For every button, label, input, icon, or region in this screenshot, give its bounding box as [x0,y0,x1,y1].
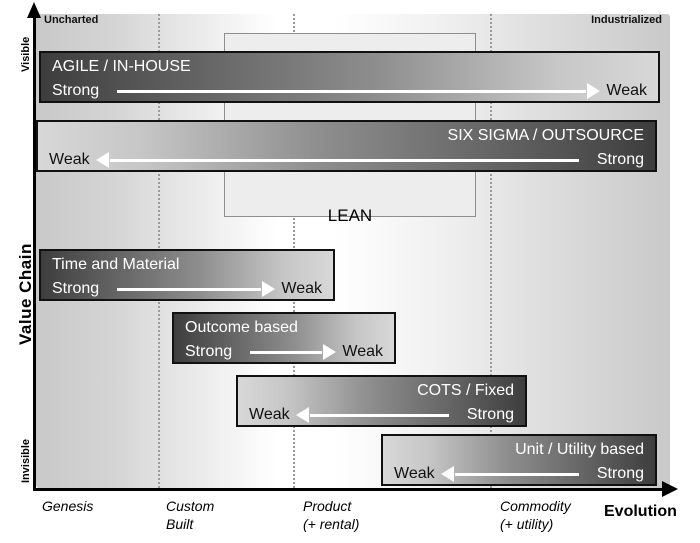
bar-arrow-head-icon-time-and-material [262,281,275,297]
bar-strength-row-time-and-material: Strong Weak [41,278,333,300]
bar-right-label-unit-utility-based: Strong [596,465,644,482]
bar-strength-row-six-sigma-outsource: Weak Strong [38,149,655,171]
y-axis-top-label: Visible [20,36,32,72]
bar-right-label-agile-in-house: Weak [606,82,647,99]
bar-arrow-head-icon-outcome-based [323,344,336,360]
bar-agile-in-house[interactable]: AGILE / IN-HOUSE Strong Weak [39,51,660,103]
bar-strength-row-outcome-based: Strong Weak [174,341,394,363]
bar-strength-row-unit-utility-based: Weak Strong [383,463,655,485]
bar-arrow-shaft-six-sigma-outsource [110,159,579,162]
bar-title-time-and-material: Time and Material [52,256,180,273]
bar-arrow-head-icon-cots-fixed [296,407,309,423]
bar-arrow-shaft-agile-in-house [117,90,586,93]
gridline-2 [490,14,492,488]
bar-arrow-shaft-outcome-based [250,351,322,354]
bar-left-label-six-sigma-outsource: Weak [49,151,90,168]
bar-left-label-cots-fixed: Weak [249,406,290,423]
bar-arrow-head-icon-agile-in-house [587,83,600,99]
x-axis-arrow-icon [662,481,678,497]
bar-arrow-shaft-time-and-material [117,288,261,291]
bar-title-unit-utility-based: Unit / Utility based [515,441,644,458]
bar-title-cots-fixed: COTS / Fixed [417,382,514,399]
bar-right-label-time-and-material: Weak [281,280,322,297]
x-tick-label-3: Commodity (+ utility) [500,498,571,532]
x-tick-label-1: Custom Built [166,498,215,532]
bar-strength-row-agile-in-house: Strong Weak [41,80,658,102]
bar-left-label-unit-utility-based: Weak [394,465,435,482]
bar-left-label-agile-in-house: Strong [52,82,100,99]
bar-strength-row-cots-fixed: Weak Strong [238,404,525,426]
lean-label: LEAN [327,206,373,225]
bar-left-label-time-and-material: Strong [52,280,100,297]
x-axis-title: Evolution [604,503,677,520]
industrialized-caption: Industrialized [591,14,662,26]
bar-right-label-cots-fixed: Strong [466,406,514,423]
bar-right-label-six-sigma-outsource: Strong [596,151,644,168]
y-axis-line [33,14,36,490]
bar-left-label-outcome-based: Strong [185,343,233,360]
x-tick-label-2: Product (+ rental) [303,498,360,532]
bar-arrow-shaft-unit-utility-based [455,473,579,476]
bar-arrow-head-icon-six-sigma-outsource [96,152,109,168]
bar-title-outcome-based: Outcome based [185,319,298,336]
x-tick-label-0: Genesis [42,498,94,514]
y-axis-bottom-label: Invisible [20,438,32,483]
y-axis-title: Value Chain [16,243,35,345]
bar-title-agile-in-house: AGILE / IN-HOUSE [52,58,191,75]
y-axis-arrow-icon [27,2,41,18]
bar-title-six-sigma-outsource: SIX SIGMA / OUTSOURCE [447,127,644,144]
bar-arrow-head-icon-unit-utility-based [441,466,454,482]
uncharted-caption: Uncharted [44,14,99,26]
bar-arrow-shaft-cots-fixed [310,414,449,417]
bar-six-sigma-outsource[interactable]: SIX SIGMA / OUTSOURCE Weak Strong [36,120,657,172]
bar-right-label-outcome-based: Weak [342,343,383,360]
x-axis-line [33,488,671,491]
